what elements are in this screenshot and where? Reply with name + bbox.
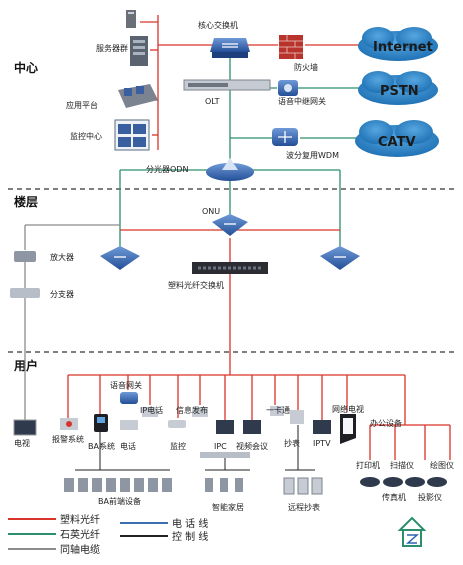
label-ba-system: BA系统: [88, 441, 115, 451]
cloud-label-catv: CATV: [378, 135, 416, 150]
label-voice-gateway: 语音中继网关: [278, 96, 326, 106]
label-monitor: 监控: [170, 441, 186, 451]
amplifier-icon: [14, 251, 36, 262]
label-smart-home: 智能家居: [212, 502, 244, 512]
onu-right-icon: [320, 246, 360, 270]
olt-icon: [183, 79, 271, 91]
meter-icon: [290, 410, 304, 424]
voice-gateway-user-icon: [120, 392, 138, 404]
floor-green-links: [119, 170, 341, 248]
label-ba-front: BA前端设备: [98, 496, 141, 506]
core-switch-icon: [210, 38, 250, 58]
network-tv-icon: [340, 414, 356, 444]
user-red-links: [67, 374, 451, 460]
app-platform-icon: [118, 84, 158, 108]
info-release-icon: [192, 407, 208, 417]
monitor-center-icon: [114, 119, 150, 151]
label-onu: ONU: [202, 207, 220, 216]
label-printer: 打印机: [356, 460, 380, 470]
voice-gateway-icon: [278, 80, 298, 96]
floor-coax-links: [24, 224, 120, 422]
label-app-platform: 应用平台: [66, 100, 98, 110]
server-rack-icon: [130, 36, 148, 66]
label-ip-phone: IP电话: [140, 405, 163, 415]
phone-icon: [120, 420, 138, 430]
label-olt: OLT: [205, 97, 220, 106]
label-info-release: 信息发布: [176, 405, 208, 415]
catv-cloud-icon: [355, 120, 439, 157]
center-red-links: [140, 15, 360, 150]
label-scanner: 扫描仪: [390, 460, 414, 470]
cloud-label-pstn: PSTN: [380, 84, 419, 99]
label-phone: 电话: [120, 441, 136, 451]
label-projector: 投影仪: [418, 492, 442, 502]
label-video-conf: 视频会议: [236, 441, 268, 451]
label-plotter: 绘图仪: [430, 460, 454, 470]
label-tv: 电视: [14, 438, 30, 448]
odn-splitter-icon: [206, 158, 254, 181]
label-network-tv: 网络电视: [332, 404, 364, 414]
user-control-links: [75, 425, 315, 471]
alarm-icon: [60, 418, 78, 430]
label-firewall: 防火墙: [294, 62, 318, 72]
label-meter: 抄表: [284, 438, 300, 448]
label-amplifier: 放大器: [50, 252, 74, 262]
legend-label-control-line: 控 制 线: [172, 530, 208, 543]
label-wdm: 波分复用WDM: [286, 150, 339, 160]
ip-phone-icon: [142, 407, 158, 417]
label-core-switch: 核心交换机: [198, 20, 238, 30]
label-pof-switch: 塑料光纤交换机: [168, 280, 224, 290]
smart-home-devices-icon: [200, 452, 250, 492]
legend: 塑料光纤 石英光纤 同轴电缆 电 话 线 控 制 线: [8, 513, 208, 556]
label-remote-meter: 远程抄表: [288, 502, 320, 512]
firewall-icon: [279, 35, 303, 59]
ipc-icon: [216, 420, 234, 434]
remote-meter-devices-icon: [283, 477, 323, 495]
label-voice-gw: 语音网关: [110, 380, 142, 390]
one-card-icon: [270, 406, 284, 416]
ba-front-devices-icon: [64, 478, 172, 492]
label-office: 办公设备: [370, 418, 402, 428]
ba-system-icon: [94, 414, 108, 432]
video-conference-icon: [243, 420, 261, 434]
label-splitter: 分支器: [50, 289, 74, 299]
camera-icon: [168, 420, 186, 428]
pstn-cloud-icon: [358, 71, 438, 105]
label-splitter-odn: 分光器ODN: [146, 164, 188, 174]
legend-label-coax: 同轴电缆: [60, 543, 100, 556]
legend-label-silica: 石英光纤: [60, 528, 100, 541]
pof-switch-icon: [192, 262, 268, 274]
zone-label-floor: 楼层: [14, 194, 38, 209]
label-alarm: 报警系统: [52, 434, 84, 444]
label-one-card: 一卡通: [266, 405, 290, 415]
internet-cloud-icon: [358, 27, 438, 61]
server-icon: [126, 10, 136, 28]
legend-label-phone-line: 电 话 线: [172, 517, 208, 530]
floor-red-links: [120, 229, 340, 375]
onu-icon: [212, 214, 248, 236]
label-server-group: 服务器群: [96, 43, 128, 53]
tv-icon: [13, 419, 37, 436]
splitter-icon: [10, 288, 40, 298]
label-fax: 传真机: [382, 492, 406, 502]
wdm-icon: [272, 128, 298, 146]
zone-label-center: 中心: [14, 60, 38, 75]
logo-icon: [397, 516, 427, 547]
label-iptv: IPTV: [313, 439, 331, 448]
onu-left-icon: [100, 246, 140, 270]
office-devices-icon: [360, 477, 447, 487]
label-ipc: IPC: [214, 442, 227, 451]
legend-label-pof: 塑料光纤: [60, 513, 100, 526]
iptv-icon: [313, 420, 331, 434]
cloud-label-internet: Internet: [373, 40, 433, 55]
label-monitor-center: 监控中心: [70, 131, 102, 141]
